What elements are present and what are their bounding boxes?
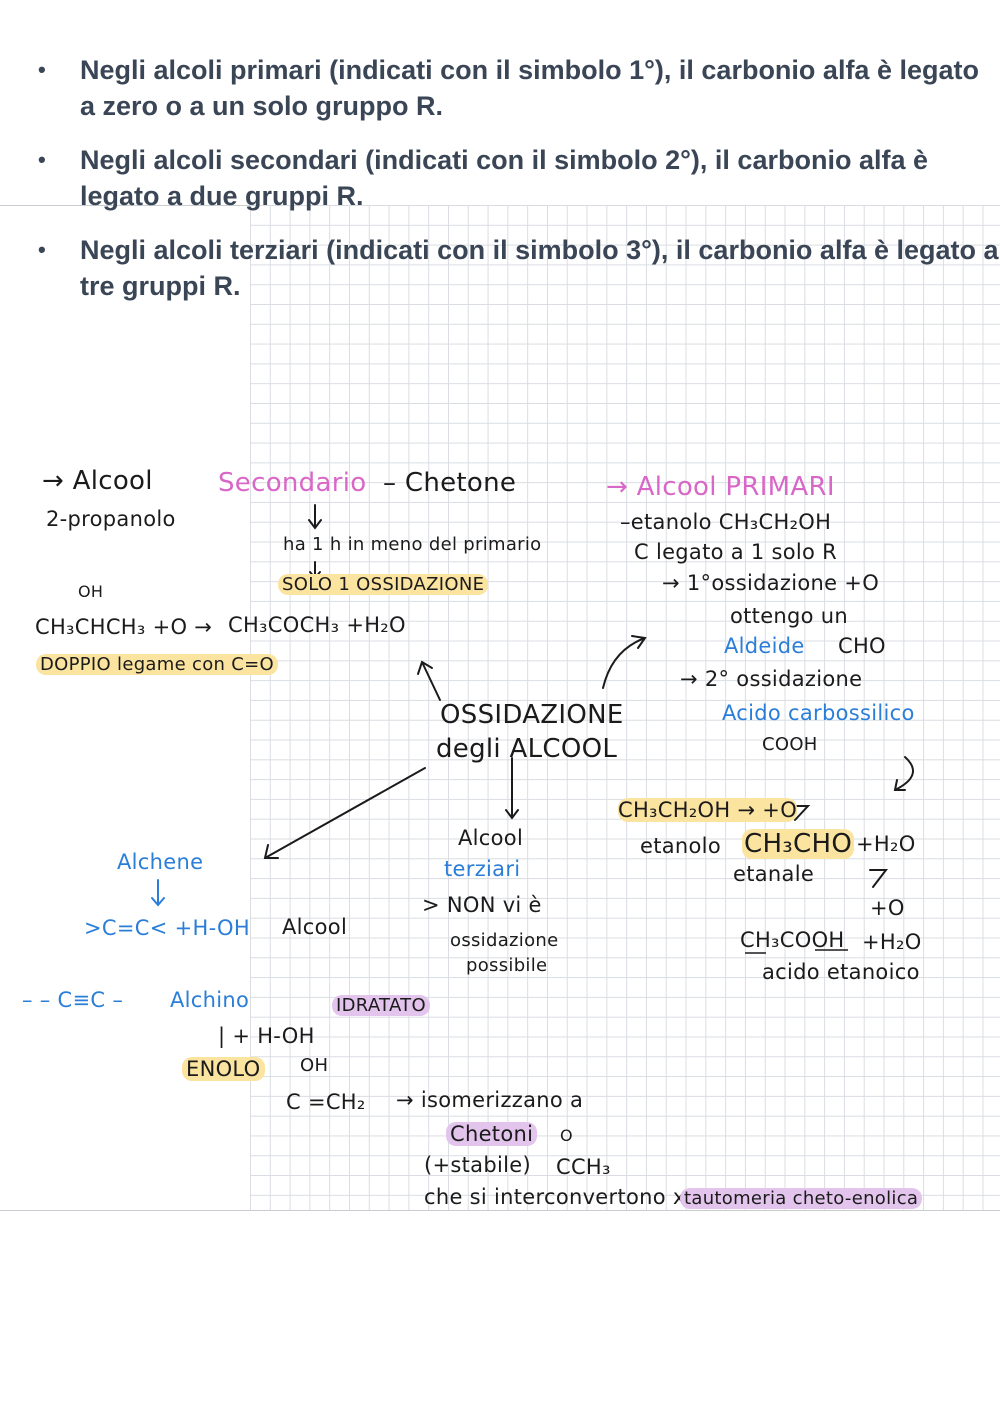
acido-carbossilico-label: Acido carbossilico — [722, 701, 915, 725]
alchino-formula: – – C≡C – — [22, 988, 124, 1012]
page-divider-bottom — [0, 1210, 1000, 1211]
etanolo-formula: –etanolo CH₃CH₂OH — [620, 510, 832, 534]
h2o-label-2: +H₂O — [862, 930, 922, 954]
prima-ossidazione: → 1°ossidazione +O — [662, 571, 880, 595]
oxygen-small: O — [560, 1126, 573, 1145]
chetone-label: – Chetone — [383, 468, 517, 498]
ossidazione-title: OSSIDAZIONE — [440, 700, 624, 730]
oh-enolo-label: OH — [300, 1055, 329, 1076]
ossidazione-possibile-2: possibile — [466, 955, 548, 976]
cho-label: CHO — [838, 634, 886, 658]
enolo-formula: C =CH₂ — [286, 1090, 366, 1114]
meno-h-note: ha 1 h in meno del primario — [283, 534, 542, 555]
ch3cooh-formula: CH₃COOH — [740, 928, 845, 952]
doppio-legame-highlight: DOPPIO legame con C=O — [36, 654, 278, 675]
oh-label: OH — [78, 582, 104, 601]
alcool-label: Alcool — [282, 915, 348, 939]
alchino-label: Alchino — [170, 988, 250, 1012]
legato-note: C legato a 1 solo R — [634, 540, 838, 564]
enolo-highlight: ENOLO — [182, 1057, 265, 1081]
idratato-highlight: IDRATATO — [332, 995, 430, 1016]
bullet-dot: • — [38, 147, 46, 172]
ottengo-note: ottengo un — [730, 604, 849, 628]
alcool-secondario-label: → Alcool — [42, 466, 153, 496]
degli-alcool-title: degli ALCOOL — [436, 734, 618, 764]
secondario-label: Secondario — [218, 468, 367, 498]
ch3cho-formula: CH₃CHO — [742, 829, 855, 859]
h2o-label: +H₂O — [856, 832, 916, 856]
acido-etanoico-label: acido etanoico — [762, 960, 920, 984]
bullet-list: • Negli alcoli primari (indicati con il … — [0, 52, 1000, 322]
reazione-secondario-reagenti: CH₃CHCH₃ +O → — [35, 615, 213, 639]
solo-ossidazione-highlight: SOLO 1 OSSIDAZIONE — [278, 574, 489, 595]
ossidazione-possibile-1: ossidazione — [450, 930, 559, 951]
alcool-terziari-label: Alcool — [458, 826, 524, 850]
plus-o-label: +O — [870, 896, 905, 920]
bullet-primary: • Negli alcoli primari (indicati con il … — [0, 52, 1000, 124]
alchene-label: Alchene — [117, 850, 204, 874]
interconvertono-note: che si interconvertono x — [424, 1185, 686, 1209]
stabile-note: (+stabile) — [424, 1153, 531, 1177]
propanolo-label: 2-propanolo — [46, 507, 176, 531]
h-oh-addition: | + H-OH — [218, 1024, 315, 1048]
alcool-primari-label: → Alcool PRIMARI — [606, 472, 835, 502]
cch3-formula: CCH₃ — [556, 1155, 611, 1179]
seconda-ossidazione: → 2° ossidazione — [680, 667, 863, 691]
alchene-formula: >C=C< +H-OH — [84, 916, 250, 940]
bullet-dot: • — [38, 237, 46, 262]
tautomeria-highlight: tautomeria cheto-enolica — [680, 1188, 923, 1209]
chetoni-highlight: Chetoni — [446, 1122, 538, 1146]
reazione-etanolo: CH₃CH₂OH → +O — [618, 798, 798, 822]
arrow-down-icon — [151, 879, 165, 907]
cooh-label: COOH — [762, 734, 818, 755]
terziari-label: terziari — [444, 857, 521, 881]
bullet-dot: • — [38, 57, 46, 82]
reazione-secondario-prodotti: CH₃COCH₃ +H₂O — [228, 613, 406, 637]
bullet-tertiary: • Negli alcoli terziari (indicati con il… — [0, 232, 1000, 304]
bullet-secondary: • Negli alcoli secondari (indicati con i… — [0, 142, 1000, 214]
grid-paper — [250, 205, 1000, 1210]
non-ce-note: > NON vi è — [422, 893, 542, 917]
isomerizzano-note: → isomerizzano a — [396, 1088, 584, 1112]
etanolo-label: etanolo — [640, 834, 721, 858]
aldeide-label: Aldeide — [724, 634, 805, 658]
etanale-label: etanale — [733, 862, 815, 886]
